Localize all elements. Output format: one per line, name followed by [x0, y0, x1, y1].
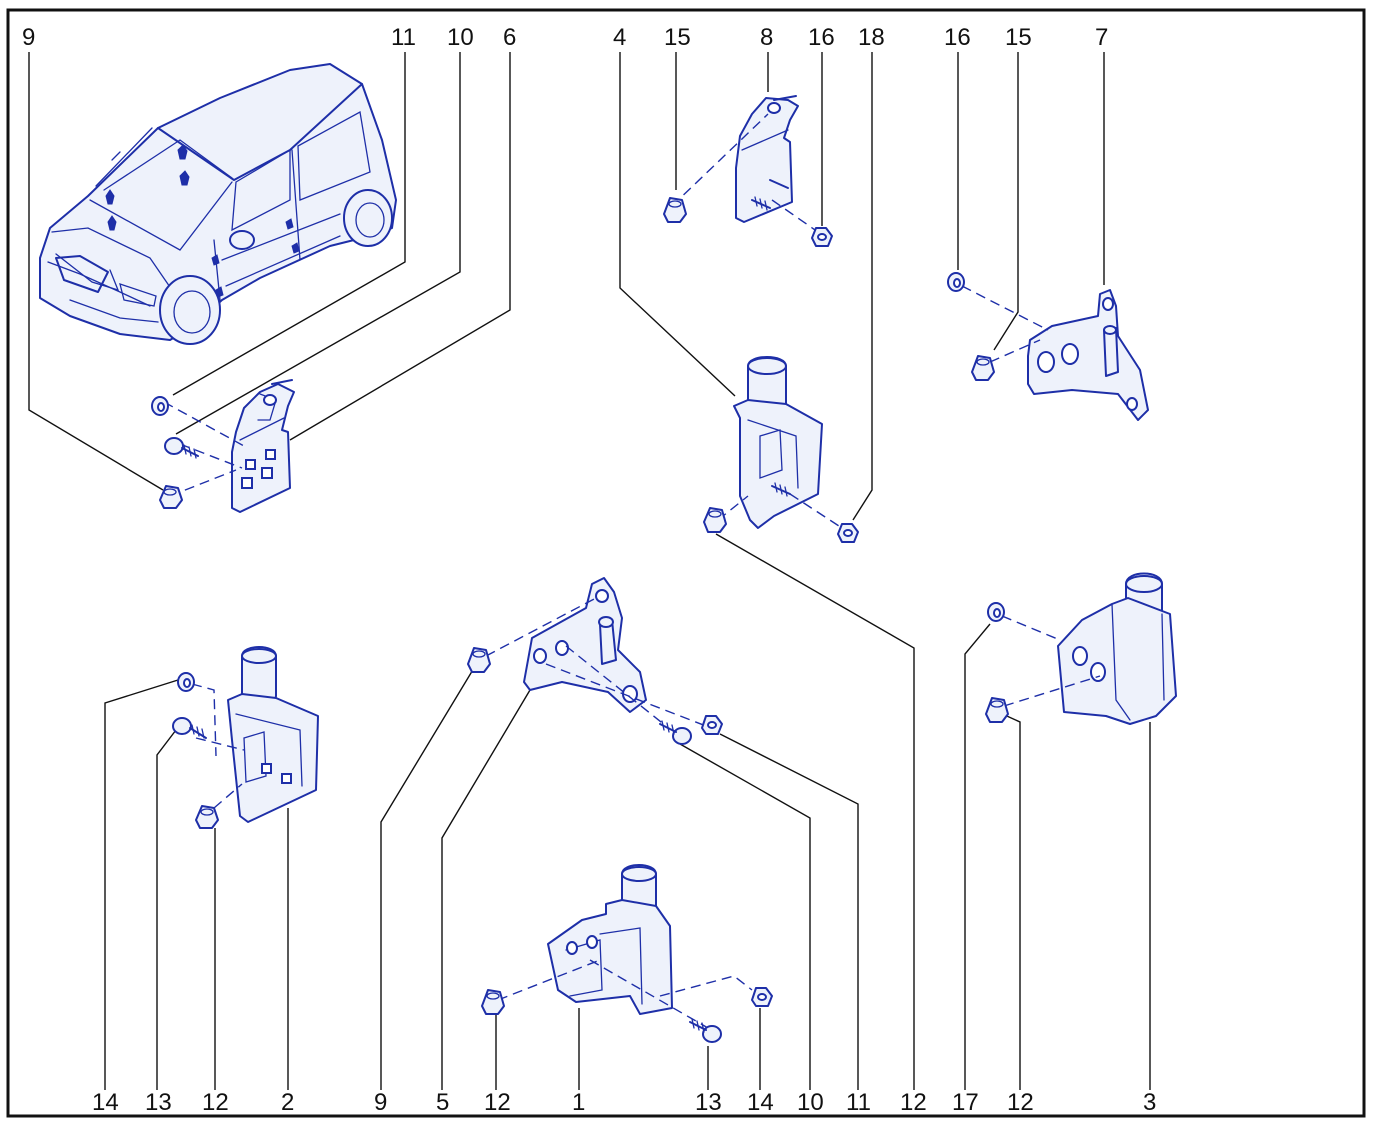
- callout-8-top: 8: [760, 24, 773, 51]
- callout-12b-bottom: 12: [484, 1089, 511, 1116]
- hinge-7: [961, 285, 1149, 421]
- hinge-4-fasteners: [703, 507, 859, 543]
- hinge-1: [497, 864, 753, 1029]
- callout-14-bottom: 14: [92, 1089, 119, 1116]
- callout-14b-bottom: 14: [747, 1089, 774, 1116]
- diagram-frame: [6, 8, 1366, 1118]
- callout-18-top: 18: [858, 24, 885, 51]
- callout-9-top: 9: [22, 24, 35, 51]
- leader-lines: [28, 52, 1151, 1090]
- callout-12c-bottom: 12: [900, 1089, 927, 1116]
- callout-12-bottom: 12: [202, 1089, 229, 1116]
- callout-3-bottom: 3: [1143, 1089, 1156, 1116]
- callout-17-bottom: 17: [952, 1089, 979, 1116]
- callout-11-bottom: 11: [846, 1089, 871, 1116]
- hinge-5: [485, 577, 707, 727]
- bottom-callout-numbers: 14 13 12 2 9 5 12 1 13 14 10 11 12 17 12…: [92, 1089, 1156, 1116]
- callout-12d-bottom: 12: [1007, 1089, 1034, 1116]
- hinge-5-fasteners: [467, 647, 723, 745]
- top-callout-numbers: 9 11 10 6 4 15 8 16 18 16 15 7: [22, 24, 1108, 51]
- callout-5-bottom: 5: [436, 1089, 449, 1116]
- car-illustration: [39, 63, 397, 345]
- hinge-4: [717, 356, 843, 529]
- hinge-2: [191, 646, 319, 823]
- callout-10-top: 10: [447, 24, 474, 51]
- hinge-8: [671, 95, 819, 233]
- hinge-7-fasteners: [947, 272, 995, 381]
- callout-1-bottom: 1: [572, 1089, 585, 1116]
- callout-9-bottom: 9: [374, 1089, 387, 1116]
- callout-15-top: 15: [664, 24, 691, 51]
- callout-13b-bottom: 13: [695, 1089, 722, 1116]
- callout-11-top: 11: [391, 24, 416, 51]
- hinge-3-fasteners: [985, 602, 1009, 723]
- callout-10-bottom: 10: [797, 1089, 824, 1116]
- callout-16-top: 16: [808, 24, 835, 51]
- callout-2-bottom: 2: [281, 1089, 294, 1116]
- hinge-2-fasteners: [172, 672, 219, 829]
- hinge-8-fasteners: [663, 197, 833, 247]
- callout-7-top: 7: [1095, 24, 1108, 51]
- callout-16b-top: 16: [944, 24, 971, 51]
- hinge-3: [1001, 572, 1177, 725]
- callout-15b-top: 15: [1005, 24, 1032, 51]
- callout-4-top: 4: [613, 24, 626, 51]
- hinge-6: [163, 379, 295, 513]
- hinge-1-fasteners: [481, 987, 773, 1043]
- callout-6-top: 6: [503, 24, 516, 51]
- hinge-6-fasteners: [151, 396, 199, 509]
- callout-13-bottom: 13: [145, 1089, 172, 1116]
